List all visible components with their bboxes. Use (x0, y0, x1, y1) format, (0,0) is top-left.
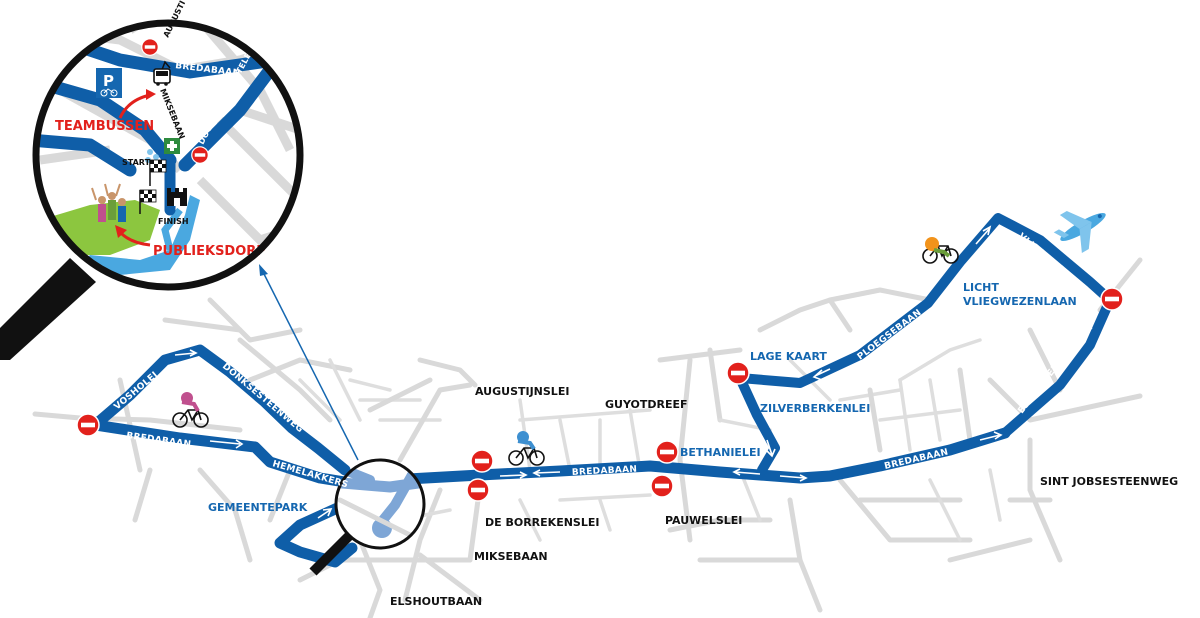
no-entry-sign-icon (650, 474, 674, 498)
street-label-guyotdreef: GUYOTDREEF (605, 398, 688, 411)
no-entry-sign-icon (141, 38, 159, 56)
street-label-licht-line1: LICHT (963, 281, 999, 294)
no-entry-sign-icon (470, 449, 494, 473)
street-label-ploegsebaan: PLOEGSEBAAN (856, 308, 924, 363)
zoom-pointer-arrow (259, 264, 359, 461)
first-aid-icon (164, 138, 180, 154)
street-label-bredabaan-east: BREDABAAN (883, 447, 949, 471)
checkered-flag-icon (139, 189, 157, 214)
cyclist-icon (172, 392, 209, 428)
street-label-augustijnslei: AUGUSTIJNSLEI (475, 385, 569, 398)
street-label-vliegveldlaan: VLIEGVELDLAAN (1016, 232, 1089, 296)
checkered-flag-icon (149, 159, 167, 186)
no-entry-sign-icon (655, 440, 679, 464)
street-label-bredabaan-center: BREDABAAN (572, 465, 638, 478)
no-entry-sign-icon (466, 478, 490, 502)
street-label-miksebaan: MIKSEBAAN (474, 550, 548, 563)
race-route (89, 213, 1115, 568)
street-label-pauwelslei: PAUWELSLEI (665, 514, 742, 527)
magnifier-rim (32, 19, 304, 291)
crowd-icon (91, 183, 126, 222)
castle-icon (167, 188, 187, 206)
airplane-icon (1053, 210, 1106, 254)
bus-icon (153, 68, 171, 86)
street-label-elshoutbaan: ELSHOUTBAAN (390, 595, 482, 608)
street-label-lage-kaart: LAGE KAART (750, 350, 827, 363)
bicycle-icon (100, 88, 118, 97)
inset-label-finish: FINISH (158, 217, 189, 226)
parking-letter: P (103, 72, 114, 90)
street-label-vosholei: VOSHOLEI (113, 370, 161, 412)
street-label-sint-jobsesteenweg: SINT JOBSESTEENWEG (1040, 475, 1178, 488)
inset-label-publieksdorp: PUBLIEKSDORP (153, 244, 266, 259)
cyclist-icon (508, 431, 545, 466)
no-entry-sign-icon (191, 146, 209, 164)
street-label-de-borrekenslei: DE BORREKENSLEI (485, 516, 599, 529)
cyclist-icon (922, 237, 959, 264)
street-label-licht-line2: VLIEGWEZENLAAN (963, 295, 1077, 308)
no-entry-sign-icon (76, 413, 100, 437)
street-label-bethanielei: BETHANIELEI (680, 446, 761, 459)
inset-label-teambussen: TEAMBUSSEN (55, 119, 154, 134)
area-label-gemeentepark: GEMEENTEPARK (208, 501, 308, 514)
no-entry-sign-icon (1100, 287, 1124, 311)
no-entry-sign-icon (726, 361, 750, 385)
street-label-zilverberkenlei: ZILVERBERKENLEI (760, 402, 870, 415)
parking-icon: P (96, 68, 122, 98)
inset-label-start: START (122, 158, 151, 167)
